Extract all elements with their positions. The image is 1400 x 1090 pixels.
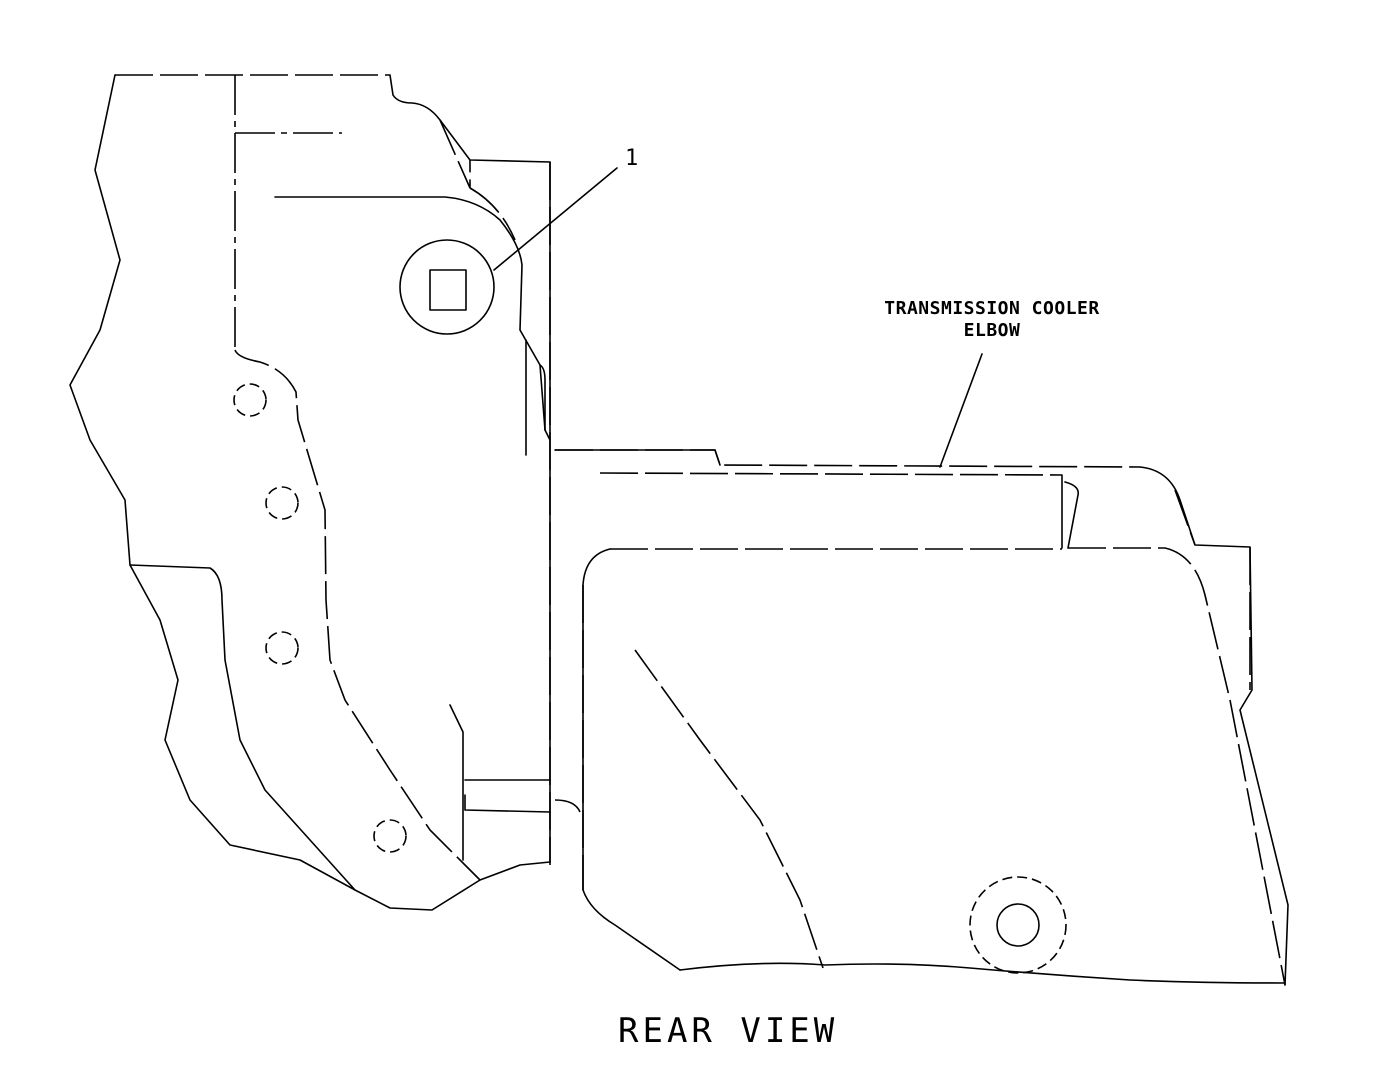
transmission-housing: [69, 74, 551, 911]
bolt-holes: [233, 383, 407, 853]
label-line-2: ELBOW: [963, 320, 1021, 341]
transmission-cooler-elbow-label: TRANSMISSION COOLER ELBOW: [862, 298, 1122, 342]
view-title: REAR VIEW: [618, 1011, 839, 1051]
callout-item-1: 1: [625, 146, 639, 171]
item-1-plug: [399, 167, 618, 335]
cooler-housing: [554, 449, 1289, 986]
drain-plug: [969, 876, 1067, 974]
label-line-1: TRANSMISSION COOLER: [884, 298, 1100, 319]
cooler-elbow-leader: [939, 353, 983, 468]
